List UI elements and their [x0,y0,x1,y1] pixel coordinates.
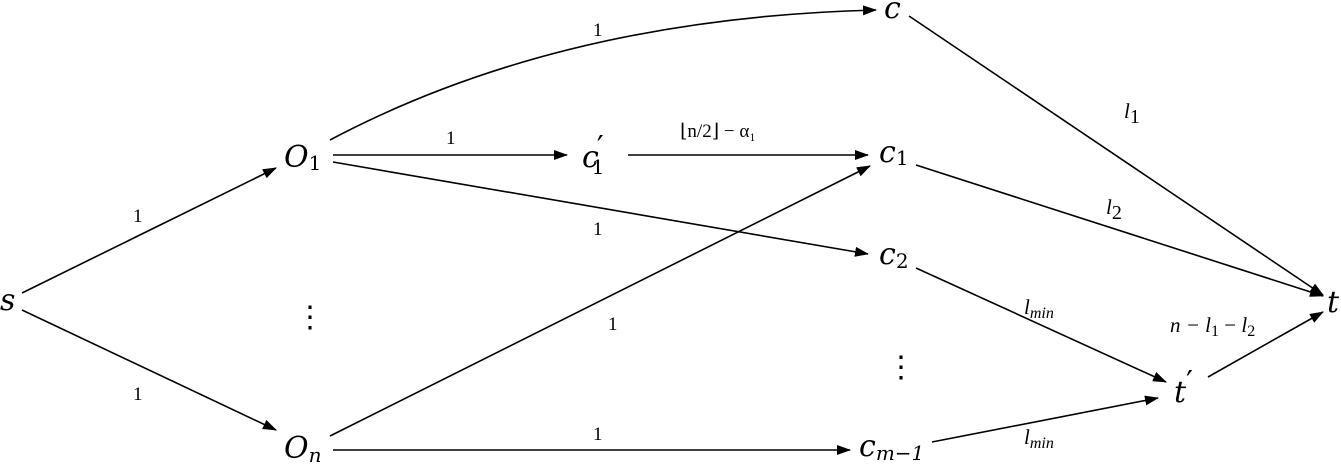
label-c2-tp: lmin [1024,295,1054,322]
node-o1: O1 [284,140,321,175]
edge-cm1-tp [931,395,1159,443]
edge-o1-c [329,5,877,141]
node-c2: c2 [879,237,909,273]
node-c1-prime: c′1 [582,130,604,179]
node-t: t [1327,285,1340,320]
label-o1-c2: 1 [593,219,603,240]
edge-s-o1 [21,167,277,294]
node-t-prime: t′ [1174,365,1193,410]
edge-s-on [21,309,277,431]
node-c1: c1 [879,135,909,170]
label-c-t: l1 [1124,99,1140,128]
label-s-o1: 1 [133,206,143,227]
label-tp-t: n − l1 − l2 [1170,313,1255,340]
label-on-cm1: 1 [593,424,603,445]
label-o1-c1p: 1 [446,128,456,149]
edge-labels: 1 1 1 1 ⌊n/2⌋ − α₁ 1 1 1 l1 l2 lmin lmin… [133,20,1255,452]
edge-o1-c2 [332,161,869,257]
label-s-on: 1 [133,384,143,405]
vertical-dots-c: ⋮ [886,350,916,385]
label-on-c1: 1 [608,314,618,335]
edge-on-c1 [329,165,871,437]
edge-c2-tp [915,267,1167,383]
vertical-dots-o: ⋮ [295,300,325,335]
node-s: s [0,283,15,318]
label-o1-c: 1 [593,20,603,41]
node-c: c [884,0,901,26]
edge-c-t [908,15,1324,296]
edges [21,5,1324,455]
label-cm1-tp: lmin [1024,425,1054,452]
node-cm1: cm−1 [859,429,924,465]
label-c1-t: l2 [1106,195,1122,224]
edge-tp-t [1207,311,1324,378]
label-c1p-c1: ⌊n/2⌋ − α₁ [680,121,756,142]
node-on: On [284,431,322,467]
edge-c1-t [915,164,1324,297]
